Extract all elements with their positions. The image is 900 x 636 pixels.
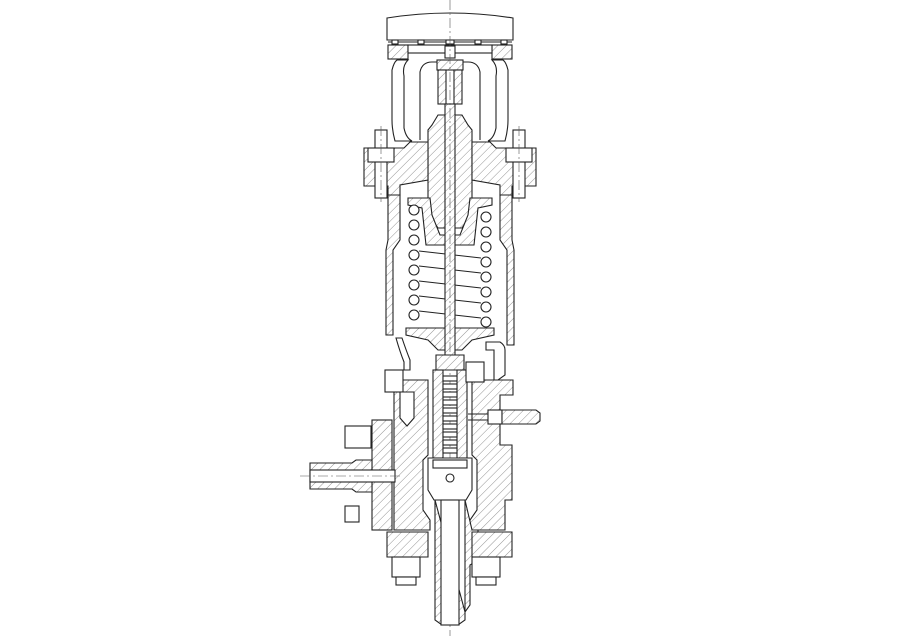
spring-coil [408, 234, 420, 246]
spring-coil [408, 219, 420, 231]
guide-ring [442, 391, 458, 398]
outlet-bolt-nut [344, 425, 372, 523]
guide-ring [442, 375, 458, 382]
spring-coil [480, 271, 492, 283]
drain-plug [468, 409, 541, 425]
spring-coil [408, 279, 420, 291]
disc [427, 457, 473, 501]
guide-ring [442, 439, 458, 446]
guide-ring [442, 431, 458, 438]
spring-coil [408, 264, 420, 276]
guide-ring [442, 415, 458, 422]
guide-ring [442, 407, 458, 414]
spring-coil [480, 226, 492, 238]
lift-pin [436, 45, 464, 105]
spring-coil [408, 294, 420, 306]
spring-coil [480, 286, 492, 298]
spring-coil [480, 211, 492, 223]
guide-ring [442, 423, 458, 430]
spring-coil [480, 256, 492, 268]
spring-coil [480, 301, 492, 313]
spring-coil [480, 241, 492, 253]
spring-coil [408, 249, 420, 261]
nozzle-bore [440, 499, 460, 626]
guide-ring [442, 447, 458, 454]
outlet-flange [300, 419, 400, 531]
spring-coil [408, 309, 420, 321]
valve-body [385, 354, 514, 531]
inlet-bolt-nuts [391, 556, 501, 586]
spring [408, 204, 492, 328]
flange-bolt-right [505, 126, 533, 202]
body-stud-left [384, 369, 415, 427]
inlet-flange [386, 531, 513, 558]
spring-coil [480, 316, 492, 328]
guide-ring [442, 383, 458, 390]
upper-spring-plate [407, 197, 493, 246]
guide-ring [442, 399, 458, 406]
spring-coil [408, 204, 420, 216]
spring-housing [385, 194, 515, 346]
balancing-tube [395, 337, 411, 371]
body-stud-right [465, 361, 485, 383]
flange-bolt-left [367, 126, 395, 202]
balancing-tube-right [485, 341, 506, 381]
